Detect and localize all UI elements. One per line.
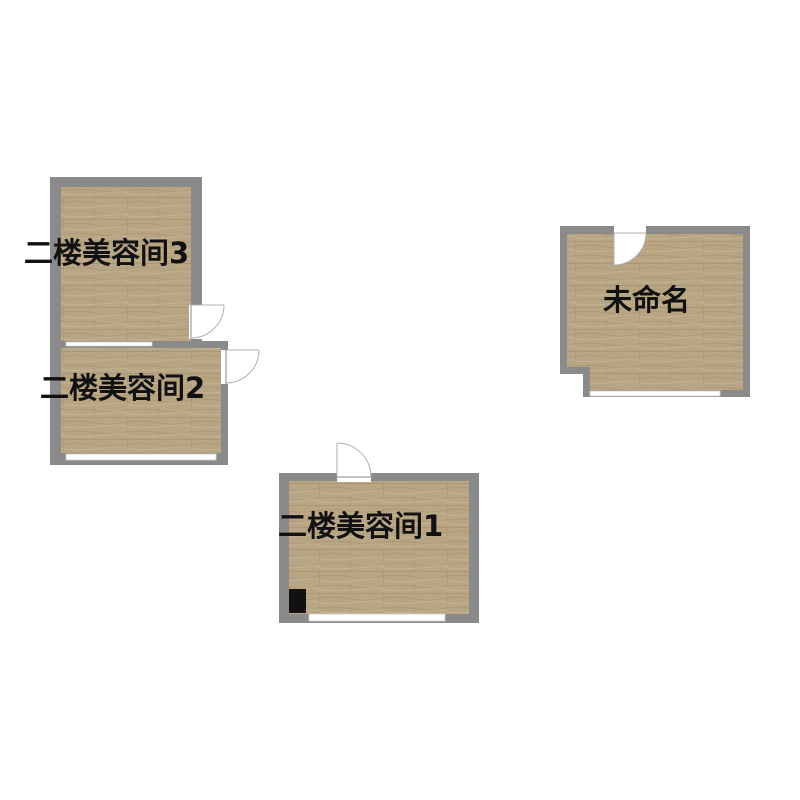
room-2-floor xyxy=(61,348,221,453)
room-unnamed-label: 未命名 xyxy=(603,283,690,317)
room-2-door[interactable] xyxy=(225,349,260,384)
room-1-fixture xyxy=(289,589,306,613)
room-3-door-opening xyxy=(189,305,203,339)
room-3-floor xyxy=(61,187,191,341)
room-unnamed[interactable] xyxy=(560,225,750,397)
room-2-window xyxy=(65,453,217,461)
room-2-shared-window xyxy=(65,341,153,347)
room-2[interactable] xyxy=(50,341,260,465)
room-1-label: 二楼美容间1 xyxy=(278,509,443,543)
room-3-door[interactable] xyxy=(190,304,225,339)
room-1[interactable] xyxy=(279,442,479,623)
room-1-window xyxy=(308,613,446,622)
room-unnamed-floor xyxy=(567,234,743,390)
room-3-label: 二楼美容间3 xyxy=(24,236,189,270)
room-3[interactable] xyxy=(50,177,225,347)
room-1-door[interactable] xyxy=(336,442,372,478)
room-unnamed-door[interactable] xyxy=(613,232,647,266)
room-1-floor xyxy=(289,481,469,614)
room-unnamed-window xyxy=(589,390,721,397)
room-2-door-opening xyxy=(221,350,229,384)
room-unnamed-door-opening xyxy=(614,225,646,235)
room-2-label: 二楼美容间2 xyxy=(40,371,205,405)
